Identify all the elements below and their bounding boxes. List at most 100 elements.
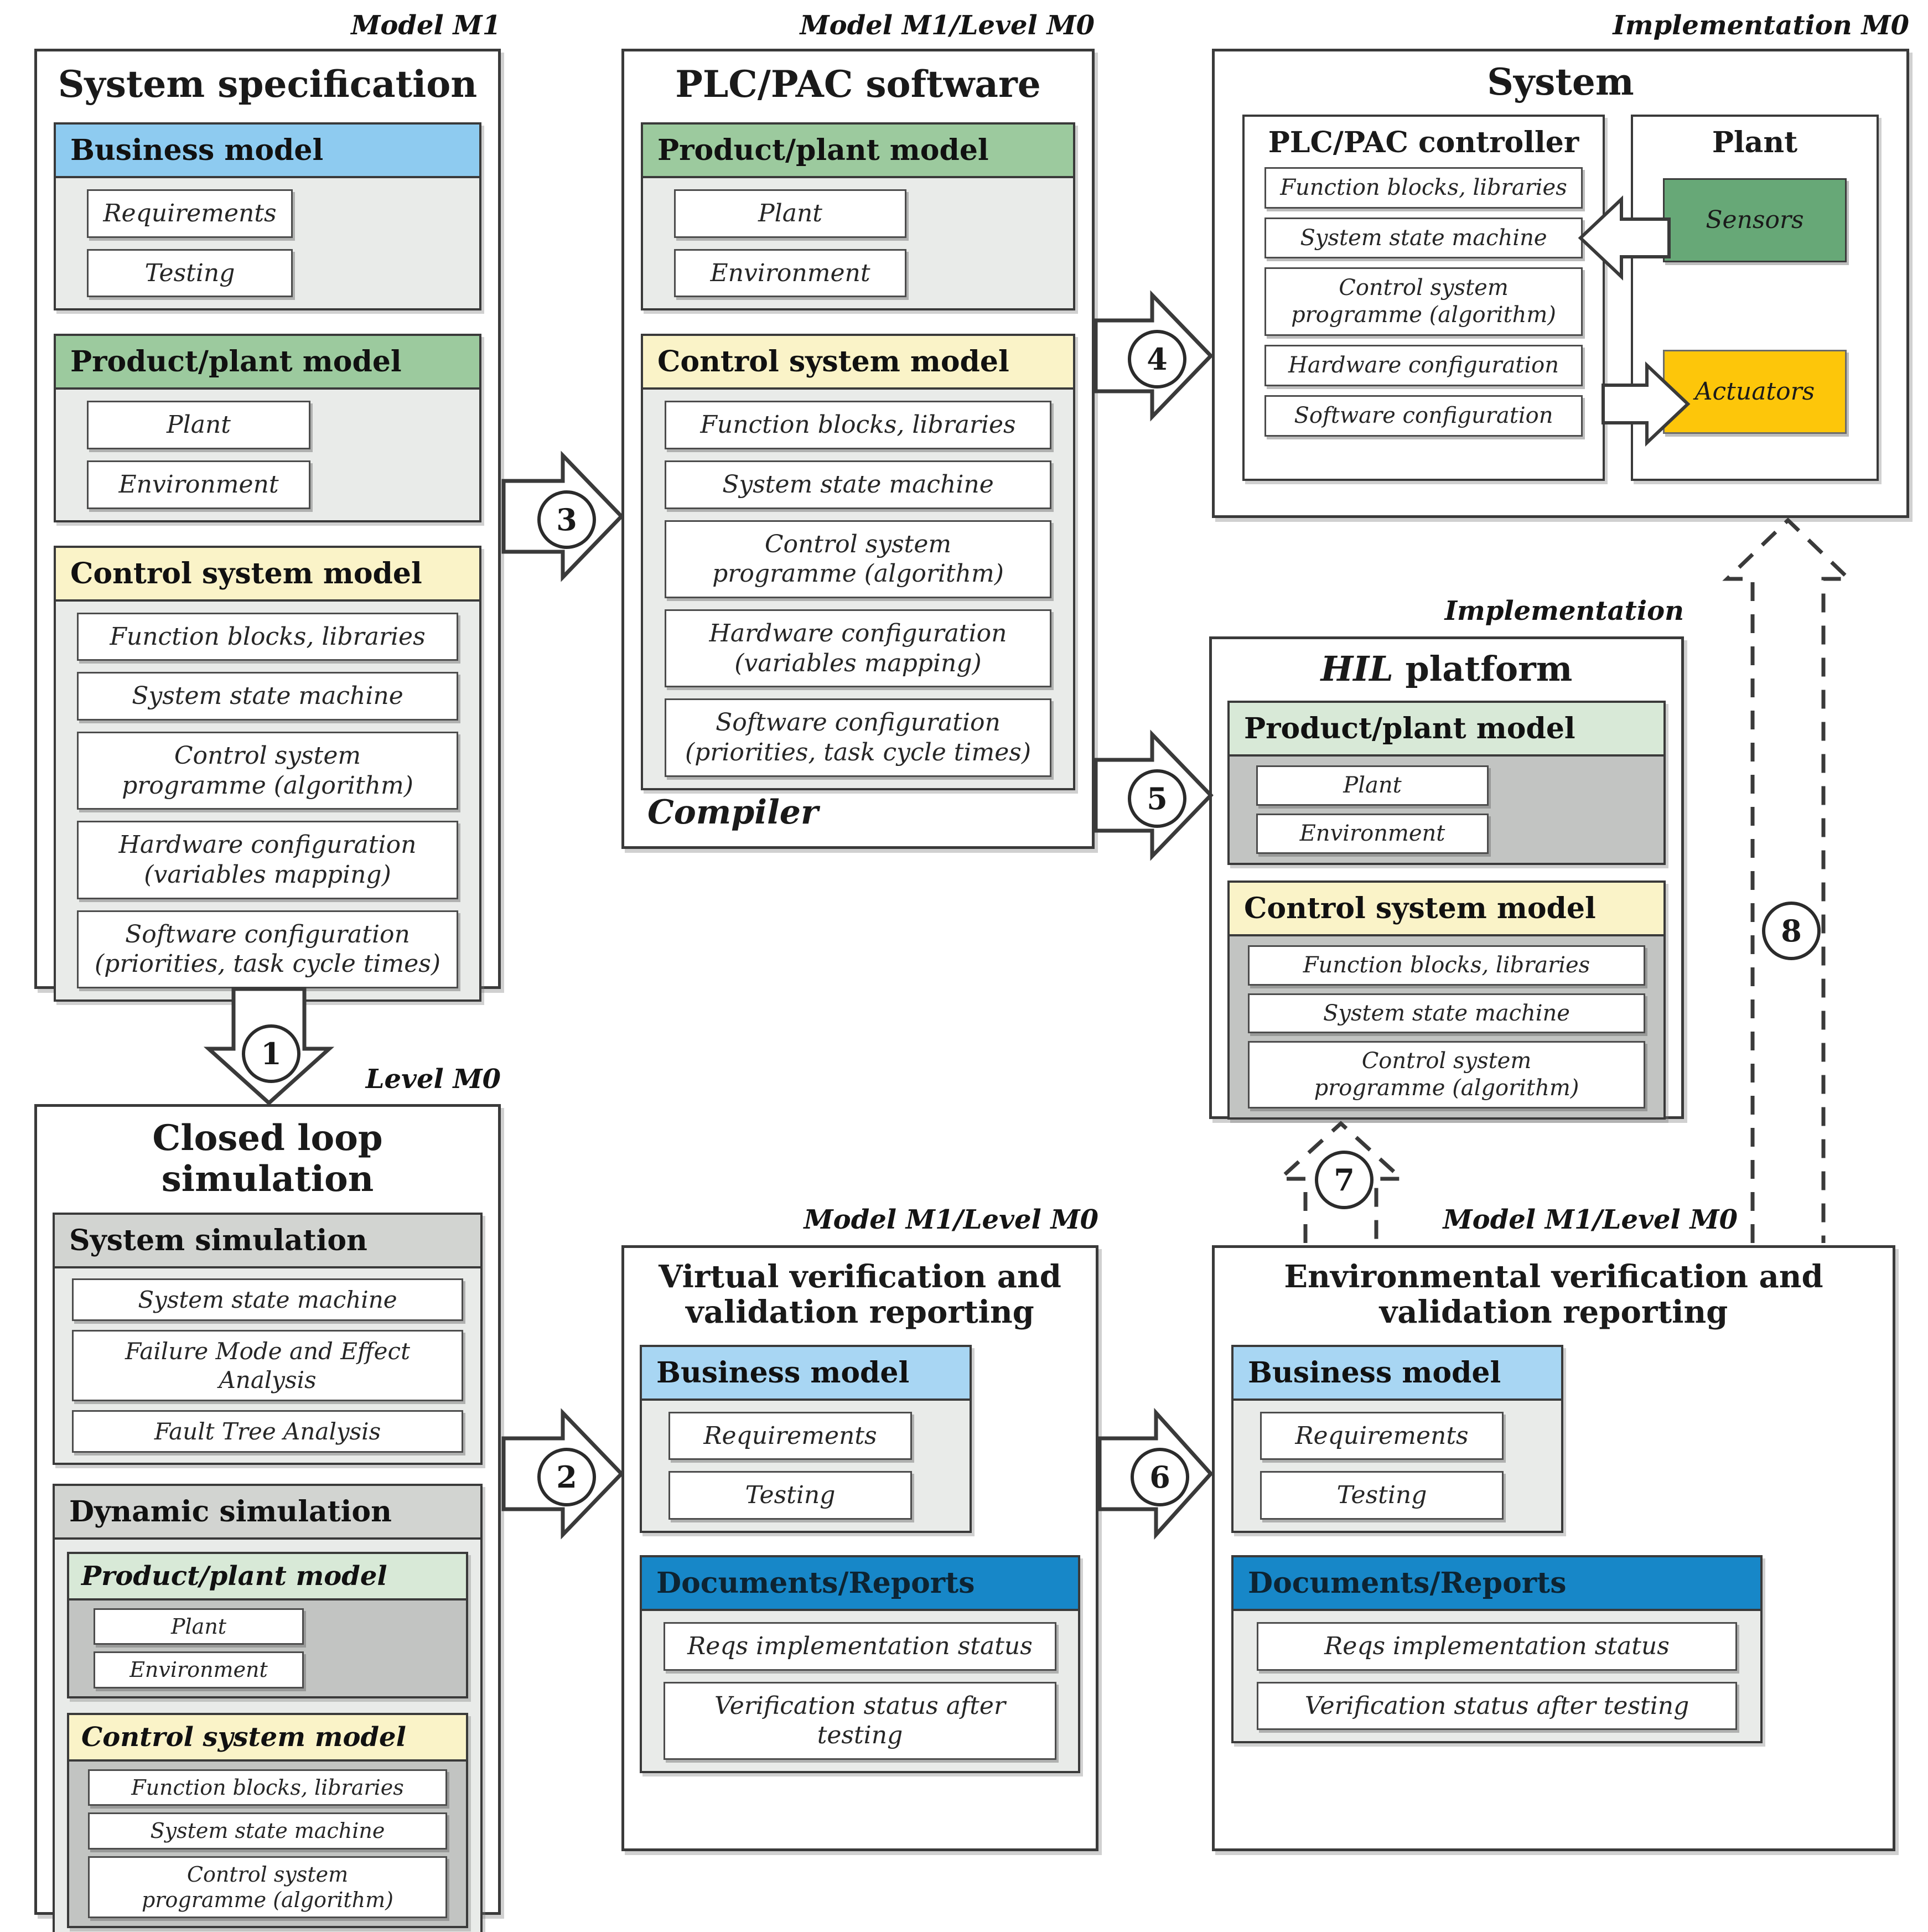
section-body: Function blocks, libraries System state … (1230, 936, 1663, 1118)
step-3-badge: 3 (537, 490, 596, 549)
section-business-model: Business model Requirements Testing (54, 122, 481, 311)
step-5-badge: 5 (1128, 769, 1186, 828)
item-plant: Plant (1256, 765, 1489, 806)
item-requirements: Requirements (668, 1411, 912, 1460)
box-title-rest: platform (1393, 649, 1573, 689)
tag-model-m1-level-m0-env: Model M1/Level M0 (1443, 1204, 1738, 1235)
step-7-badge: 7 (1315, 1151, 1374, 1209)
item-function-blocks: Function blocks, libraries (77, 612, 458, 661)
box-title: Environmental verification and validatio… (1284, 1258, 1823, 1331)
item-reqs-implementation-status: Reqs implementation status (663, 1622, 1057, 1671)
box-title: PLC/PAC software (675, 63, 1041, 106)
item-plant: Plant (94, 1608, 304, 1645)
section-body: Plant Environment (56, 390, 479, 520)
item-system-state-machine: System state machine (1264, 217, 1583, 259)
section-business-model: Business model Requirements Testing (640, 1344, 972, 1534)
section-header: Control system model (56, 547, 479, 602)
item-fault-tree-analysis: Fault Tree Analysis (71, 1410, 464, 1453)
section-header: Business model (56, 124, 479, 178)
item-plant: Plant (674, 189, 906, 238)
section-documents-reports: Documents/Reports Reqs implementation st… (1231, 1555, 1763, 1744)
item-system-state-machine: System state machine (87, 1812, 448, 1850)
sensors-to-controller-arrow (1578, 195, 1671, 281)
step-4-badge: 4 (1128, 330, 1186, 389)
section-header: Product/plant model (643, 124, 1073, 178)
box-title: System specification (58, 63, 478, 106)
section-header: Control system model (643, 336, 1073, 390)
section-body: Plant Environment (643, 178, 1073, 309)
section-control-system-model: Control system model Function blocks, li… (641, 334, 1075, 790)
item-environment: Environment (94, 1651, 304, 1688)
system-box: System PLC/PAC controller Function block… (1212, 49, 1909, 518)
section-product-plant-model: Product/plant model Plant Environment (1227, 701, 1666, 865)
item-environment: Environment (674, 248, 906, 298)
actuators-block: Actuators (1663, 349, 1847, 434)
box-title: Closed loop simulation (152, 1117, 383, 1200)
section-body: Plant Environment (1230, 757, 1663, 863)
subsection-header: Control system model (69, 1715, 466, 1762)
section-body: Reqs implementation status Verification … (642, 1611, 1078, 1772)
item-system-state-machine: System state machine (1248, 993, 1645, 1034)
item-plant: Plant (87, 401, 310, 449)
item-control-system-programme: Control system programme (algorithm) (664, 520, 1052, 598)
section-body: System state machine Failure Mode and Ef… (55, 1268, 480, 1463)
section-header: Documents/Reports (642, 1557, 1078, 1612)
item-hardware-configuration: Hardware configuration (1264, 345, 1583, 386)
section-control-system-model: Control system model Function blocks, li… (1227, 880, 1666, 1120)
item-software-configuration: Software configuration (priorities, task… (664, 698, 1052, 777)
item-control-system-programme: Control system programme (algorithm) (1248, 1041, 1645, 1109)
section-product-plant-model: Product/plant model Plant Environment (54, 334, 481, 522)
section-documents-reports: Documents/Reports Reqs implementation st… (640, 1555, 1080, 1774)
section-product-plant-model: Product/plant model Plant Environment (641, 122, 1075, 311)
box-title: HIL platform (1227, 649, 1666, 688)
item-system-state-machine: System state machine (77, 672, 458, 721)
plc-pac-software-box: PLC/PAC software Product/plant model Pla… (621, 49, 1095, 849)
item-control-system-programme: Control system programme (algorithm) (87, 1856, 448, 1919)
flow-arrow-8-dashed (1722, 517, 1854, 1243)
item-function-blocks: Function blocks, libraries (1264, 167, 1583, 209)
item-hardware-configuration: Hardware configuration (variables mappin… (664, 609, 1052, 688)
plc-pac-controller-box: PLC/PAC controller Function blocks, libr… (1242, 114, 1605, 481)
item-requirements: Requirements (1260, 1411, 1504, 1460)
section-body: Requirements Testing (56, 178, 479, 309)
subsection-control-system-model: Control system model Function blocks, li… (67, 1712, 468, 1929)
tag-model-m1-level-m0-plc: Model M1/Level M0 (800, 10, 1095, 41)
section-body: Function blocks, libraries System state … (56, 601, 479, 999)
item-function-blocks: Function blocks, libraries (87, 1769, 448, 1806)
section-body: Function blocks, libraries System state … (643, 390, 1073, 788)
item-testing: Testing (668, 1471, 912, 1520)
section-header: Business model (642, 1346, 970, 1401)
item-reqs-implementation-status: Reqs implementation status (1257, 1622, 1737, 1671)
tag-implementation: Implementation (1444, 595, 1684, 626)
virtual-verification-box: Virtual verification and validation repo… (621, 1245, 1098, 1851)
item-testing: Testing (87, 248, 293, 298)
section-body: Product/plant model Plant Environment Co… (55, 1540, 480, 1932)
section-body: Requirements Testing (1233, 1400, 1561, 1531)
compiler-label: Compiler (647, 793, 818, 832)
tag-implementation-m0: Implementation M0 (1613, 10, 1909, 41)
controller-to-actuators-arrow (1602, 361, 1691, 447)
subsection-product-plant-model: Product/plant model Plant Environment (67, 1552, 468, 1698)
item-software-configuration: Software configuration (priorities, task… (77, 910, 458, 988)
box-title-hil: HIL (1320, 649, 1393, 689)
item-function-blocks: Function blocks, libraries (1248, 945, 1645, 986)
section-header: Product/plant model (1230, 703, 1663, 757)
item-hardware-configuration: Hardware configuration (variables mappin… (77, 821, 458, 899)
item-verification-status: Verification status after testing (1257, 1681, 1737, 1731)
section-header: Documents/Reports (1233, 1557, 1760, 1612)
section-header: System simulation (55, 1215, 480, 1269)
item-testing: Testing (1260, 1471, 1504, 1520)
subsection-body: Plant Environment (69, 1600, 466, 1696)
subbox-title: PLC/PAC controller (1268, 125, 1579, 159)
section-header: Business model (1233, 1346, 1561, 1401)
item-environment: Environment (1256, 814, 1489, 854)
item-environment: Environment (87, 460, 310, 509)
item-requirements: Requirements (87, 189, 293, 238)
plant-box: Plant Sensors Actuators (1631, 114, 1879, 481)
item-system-state-machine: System state machine (664, 460, 1052, 509)
item-control-system-programme: Control system programme (algorithm) (77, 731, 458, 810)
subbox-title: Plant (1712, 125, 1798, 159)
system-specification-box: System specification Business model Requ… (34, 49, 501, 1002)
section-header: Dynamic simulation (55, 1486, 480, 1540)
